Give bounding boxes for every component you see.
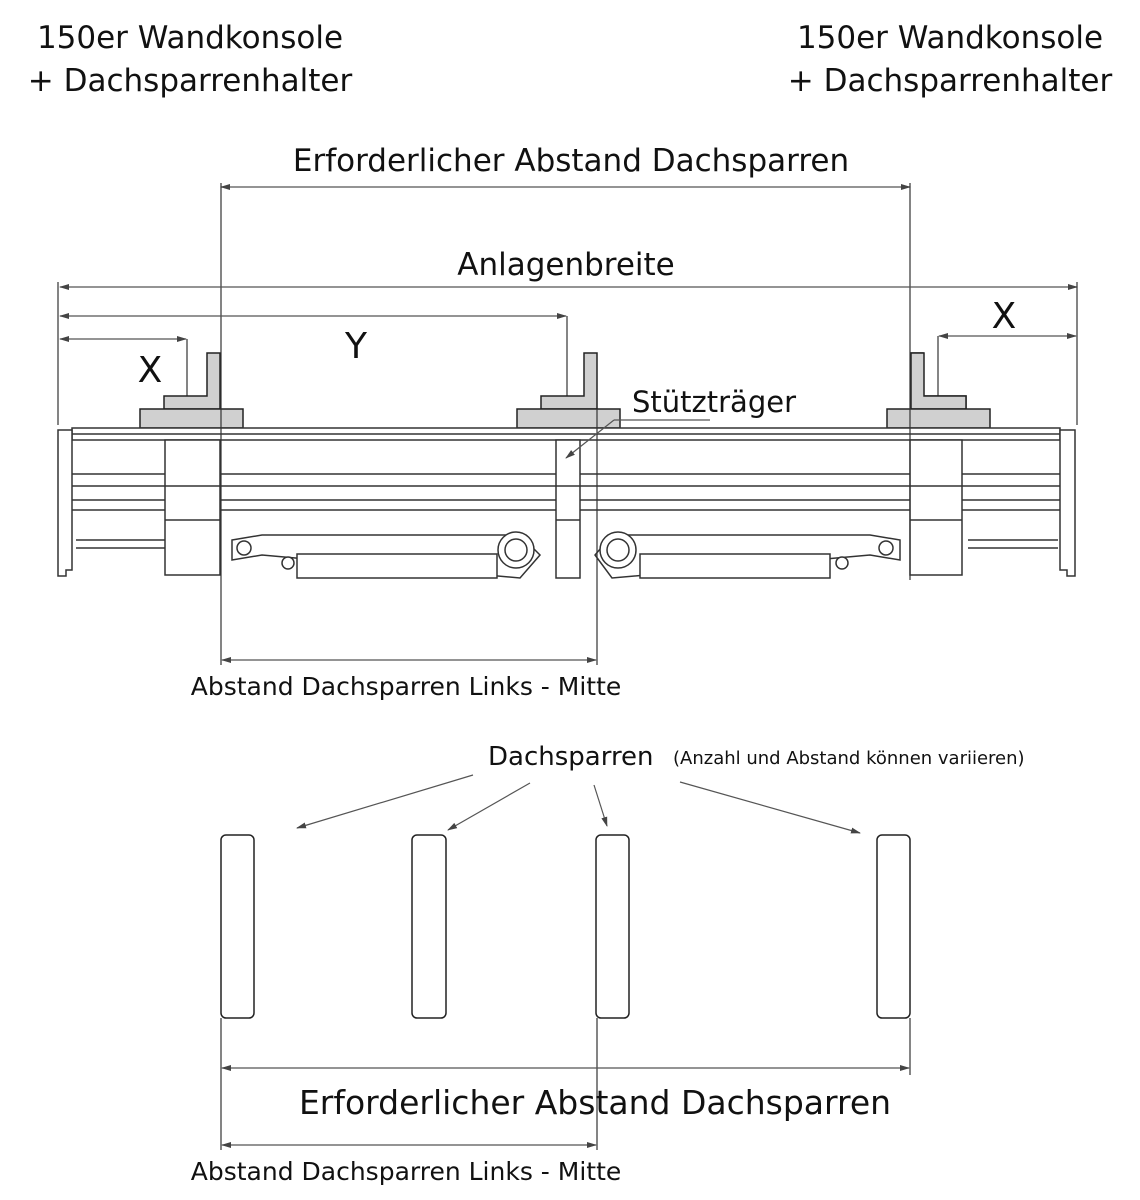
- rafters-label: Dachsparren: [488, 742, 654, 772]
- rafter-1: [220, 834, 255, 1019]
- y-dimension-label: Y: [344, 326, 368, 367]
- wall-bracket-middle: [516, 352, 621, 429]
- distance-left-middle-top-label: Abstand Dachsparren Links - Mitte: [191, 672, 622, 701]
- cylinder-left: [296, 553, 498, 579]
- required-distance-bottom-label: Erforderlicher Abstand Dachsparren: [299, 1083, 891, 1122]
- awning-cassette: [57, 427, 1076, 579]
- cylinder-right: [639, 553, 831, 579]
- end-cap-right: [1059, 429, 1076, 577]
- bracket-right-label-2: + Dachsparrenhalter: [788, 63, 1113, 99]
- distance-left-middle-bottom-label: Abstand Dachsparren Links - Mitte: [191, 1157, 622, 1186]
- rafter-arrow: [679, 781, 861, 834]
- rafter-arrow: [593, 784, 608, 827]
- rafter-arrow: [296, 774, 474, 829]
- leader-arrow: [565, 419, 615, 459]
- rafter-3: [595, 834, 630, 1019]
- system-width-label: Anlagenbreite: [457, 247, 675, 283]
- support-middle: [555, 439, 581, 579]
- x-left-dimension-label: X: [138, 350, 163, 391]
- bracket-left-label-2: + Dachsparrenhalter: [28, 63, 353, 99]
- rafters-note: (Anzahl und Abstand können variieren): [673, 748, 1025, 769]
- support-left: [164, 439, 221, 576]
- bracket-right-label-1: 150er Wandkonsole: [797, 20, 1103, 56]
- support-right: [909, 439, 963, 576]
- rafter-2: [411, 834, 447, 1019]
- required-distance-top-label: Erforderlicher Abstand Dachsparren: [293, 143, 849, 179]
- end-cap-left: [57, 429, 73, 577]
- support-beam-label: Stützträger: [632, 385, 796, 419]
- rafter-arrow: [447, 782, 531, 831]
- x-right-dimension-label: X: [992, 296, 1017, 337]
- wall-bracket-right: [886, 352, 991, 429]
- rafter-4: [876, 834, 911, 1019]
- bracket-left-label-1: 150er Wandkonsole: [37, 20, 343, 56]
